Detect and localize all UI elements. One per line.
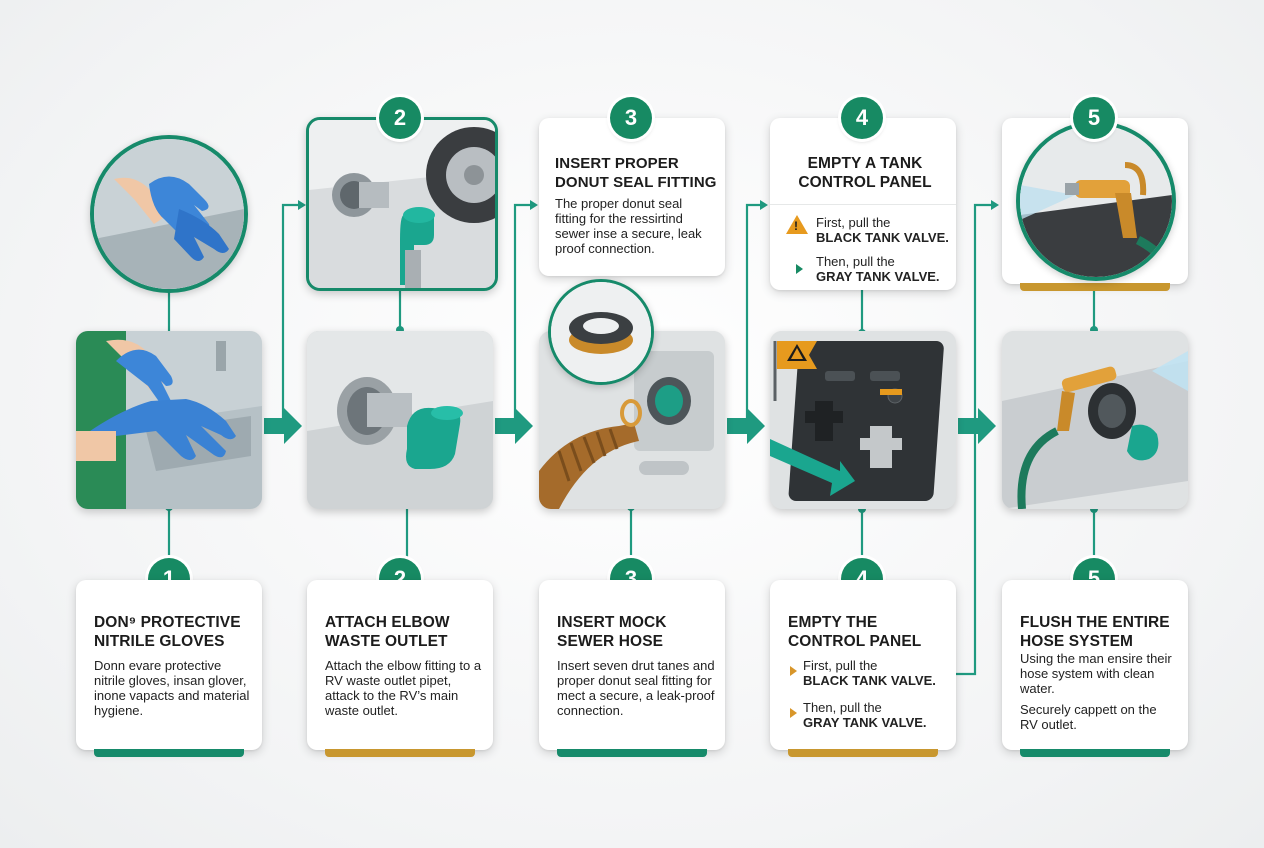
bullet-arrow-icon — [790, 707, 797, 718]
step4-top-line1-bold: BLACK TANK VALVE. — [816, 230, 949, 245]
step1-card: DON⁹ PROTECTIVE NITRILE GLOVES Donn evar… — [76, 580, 262, 757]
donut-seal-closeup-circle — [548, 279, 654, 385]
step2-top-badge: 2 — [379, 97, 421, 139]
step4-line1: First, pull the — [803, 658, 878, 673]
gloves-icon — [94, 139, 244, 289]
step4-photo — [770, 331, 956, 509]
gloves-closeup-circle — [90, 135, 248, 293]
step1-accent-bar — [94, 749, 244, 757]
step3-title: INSERT MOCK SEWER HOSE — [557, 614, 667, 650]
step3-top-body: The proper donut seal fitting for the re… — [555, 196, 702, 256]
step4-line1-bold: BLACK TANK VALVE. — [803, 673, 936, 688]
step5-accent-bar — [1020, 749, 1170, 757]
step3-body: Insert seven drut tanes and proper donut… — [557, 658, 715, 718]
step2-title: ATTACH ELBOW WASTE OUTLET — [325, 614, 450, 650]
step4-top-card: EMPTY A TANK CONTROL PANEL ! First, pull… — [770, 118, 956, 290]
nozzle-closeup-circle — [1016, 121, 1176, 281]
step4-line2-bold: GRAY TANK VALVE. — [803, 715, 927, 730]
step5-photo — [1002, 331, 1188, 509]
step5-title: FLUSH THE ENTIRE HOSE SYSTEM — [1020, 614, 1170, 650]
step4-top-badge: 4 — [841, 97, 883, 139]
step1-photo — [76, 331, 262, 509]
step5-top-accent-bar — [1020, 283, 1170, 291]
step3-top-badge: 3 — [610, 97, 652, 139]
step4-top-line2: Then, pull the — [816, 254, 895, 269]
bullet-arrow-icon — [790, 665, 797, 676]
step3-top-title: INSERT PROPER DONUT SEAL FITTING — [555, 155, 717, 191]
step5-body1: Using the man ensire their hose system w… — [1020, 651, 1172, 696]
step2-accent-bar — [325, 749, 475, 757]
step1-title: DON⁹ PROTECTIVE NITRILE GLOVES — [94, 614, 241, 650]
step2-top-photo — [306, 117, 498, 291]
step5-card: FLUSH THE ENTIRE HOSE SYSTEM Using the m… — [1002, 580, 1188, 757]
step5-top-badge: 5 — [1073, 97, 1115, 139]
step4-top-line1: First, pull the — [816, 215, 891, 230]
step4-top-title: EMPTY A TANK CONTROL PANEL — [798, 155, 932, 191]
step3-card: INSERT MOCK SEWER HOSE Insert seven drut… — [539, 580, 725, 757]
step2-photo — [307, 331, 493, 509]
step2-card: ATTACH ELBOW WASTE OUTLET Attach the elb… — [307, 580, 493, 757]
step3-accent-bar — [557, 749, 707, 757]
step4-title: EMPTY THE CONTROL PANEL — [788, 614, 922, 650]
step4-card: EMPTY THE CONTROL PANEL First, pull the … — [770, 580, 956, 757]
bullet-arrow-icon — [796, 263, 803, 274]
step4-accent-bar — [788, 749, 938, 757]
warning-icon: ! — [786, 215, 808, 234]
step1-body: Donn evare protective nitrile gloves, in… — [94, 658, 250, 718]
step4-top-line2-bold: GRAY TANK VALVE. — [816, 269, 940, 284]
step5-body2: Securely cappett on the RV outlet. — [1020, 702, 1157, 732]
step4-line2: Then, pull the — [803, 700, 882, 715]
step3-top-card: INSERT PROPER DONUT SEAL FITTING The pro… — [539, 118, 725, 276]
step2-body: Attach the elbow fitting to a RV waste o… — [325, 658, 482, 718]
